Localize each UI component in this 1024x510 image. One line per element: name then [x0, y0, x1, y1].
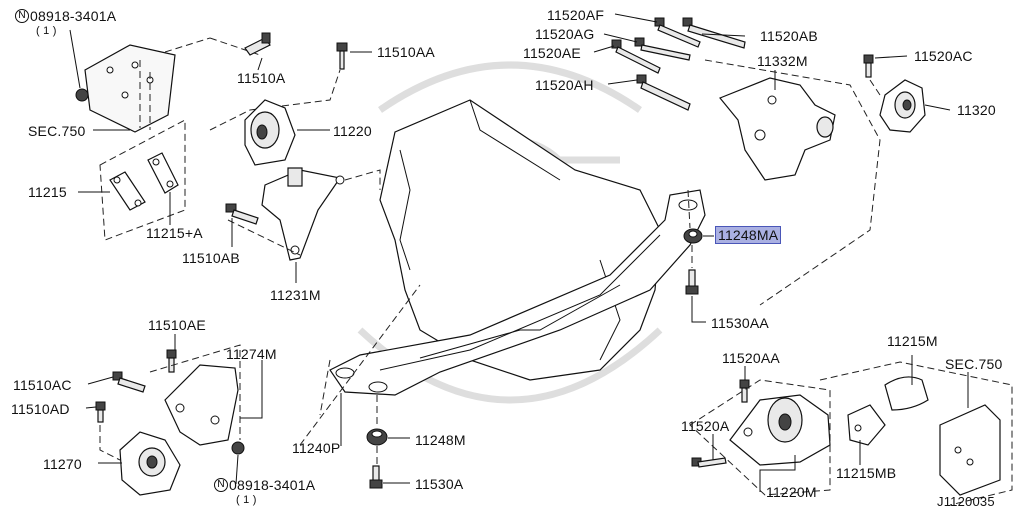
mount-11220 [244, 99, 296, 166]
nut-symbol-top: N [15, 9, 29, 23]
bolt-11510AA [336, 42, 348, 70]
label-11270: 11270 [43, 456, 82, 472]
mount-11220M [729, 394, 831, 466]
bolts-11520-group [611, 17, 746, 111]
label-11248MA-highlighted[interactable]: 11248MA [714, 226, 782, 244]
nut-08918-bottom [231, 441, 245, 455]
label-11220: 11220 [333, 123, 372, 139]
label-08918-bottom: 08918-3401A [229, 477, 316, 493]
label-11320: 11320 [957, 102, 996, 118]
label-11215MB: 11215MB [836, 465, 897, 481]
bolt-11510AB [225, 203, 259, 225]
bolt-11520AC [863, 54, 874, 78]
label-11510AE: 11510AE [148, 317, 206, 333]
stud-11530A [369, 465, 383, 489]
label-11215M: 11215M [887, 333, 938, 349]
label-08918-top: 08918-3401A [30, 8, 117, 24]
label-11520AG: 11520AG [535, 26, 595, 42]
left-sec750-bracket [75, 44, 176, 133]
bolt-11510A [244, 32, 271, 56]
crossmember [329, 189, 706, 396]
label-08918-bottom-qty: ( 1 ) [236, 494, 257, 506]
diagram-id: J1120035 [937, 494, 995, 509]
sec750-right-block [939, 404, 1001, 496]
label-sec750-left: SEC.750 [28, 123, 86, 139]
label-11510AD: 11510AD [11, 401, 70, 417]
label-11530A: 11530A [415, 476, 464, 492]
label-11520AA: 11520AA [722, 350, 780, 366]
bolt-11520A [691, 457, 727, 468]
bracket-11274M [164, 364, 239, 446]
bolt-11510AC [112, 371, 146, 393]
nut-11248M [366, 428, 388, 446]
mount-11270 [119, 431, 181, 496]
bolt-11510AD [95, 401, 106, 423]
label-11510A: 11510A [237, 70, 286, 86]
mount-11320 [879, 79, 926, 133]
label-08918-top-qty: ( 1 ) [36, 25, 57, 37]
link-11215A [147, 152, 179, 194]
bolt-11520AA [739, 379, 750, 403]
label-11520AF: 11520AF [547, 7, 605, 23]
label-11510AB: 11510AB [182, 250, 240, 266]
bolt-11510AE [166, 349, 177, 373]
label-11510AC: 11510AC [13, 377, 72, 393]
label-11520AH: 11520AH [535, 77, 594, 93]
label-11274M: 11274M [226, 346, 277, 362]
bracket-11215MB [847, 404, 886, 446]
label-11530AA: 11530AA [711, 315, 769, 331]
nut-symbol-bottom: N [214, 478, 228, 492]
stud-11530AA [685, 269, 699, 295]
label-11332M: 11332M [757, 53, 808, 69]
label-11240P: 11240P [292, 440, 341, 456]
label-11248M: 11248M [415, 432, 466, 448]
bracket-11231M [261, 167, 345, 261]
label-11520A: 11520A [681, 418, 730, 434]
bracket-11332M [719, 77, 836, 181]
label-11520AC: 11520AC [914, 48, 973, 64]
leader-lines [69, 13, 969, 492]
label-11520AB: 11520AB [760, 28, 818, 44]
label-11520AE: 11520AE [523, 45, 581, 61]
label-11215: 11215 [28, 184, 67, 200]
label-11231M: 11231M [270, 287, 321, 303]
label-sec750-right: SEC.750 [945, 356, 1003, 372]
label-11220M: 11220M [766, 484, 817, 500]
nut-11248MA [683, 228, 703, 244]
label-11510AA: 11510AA [377, 44, 435, 60]
link-11215M [884, 376, 929, 411]
label-11215A: 11215+A [146, 225, 203, 241]
link-11215 [109, 171, 146, 211]
